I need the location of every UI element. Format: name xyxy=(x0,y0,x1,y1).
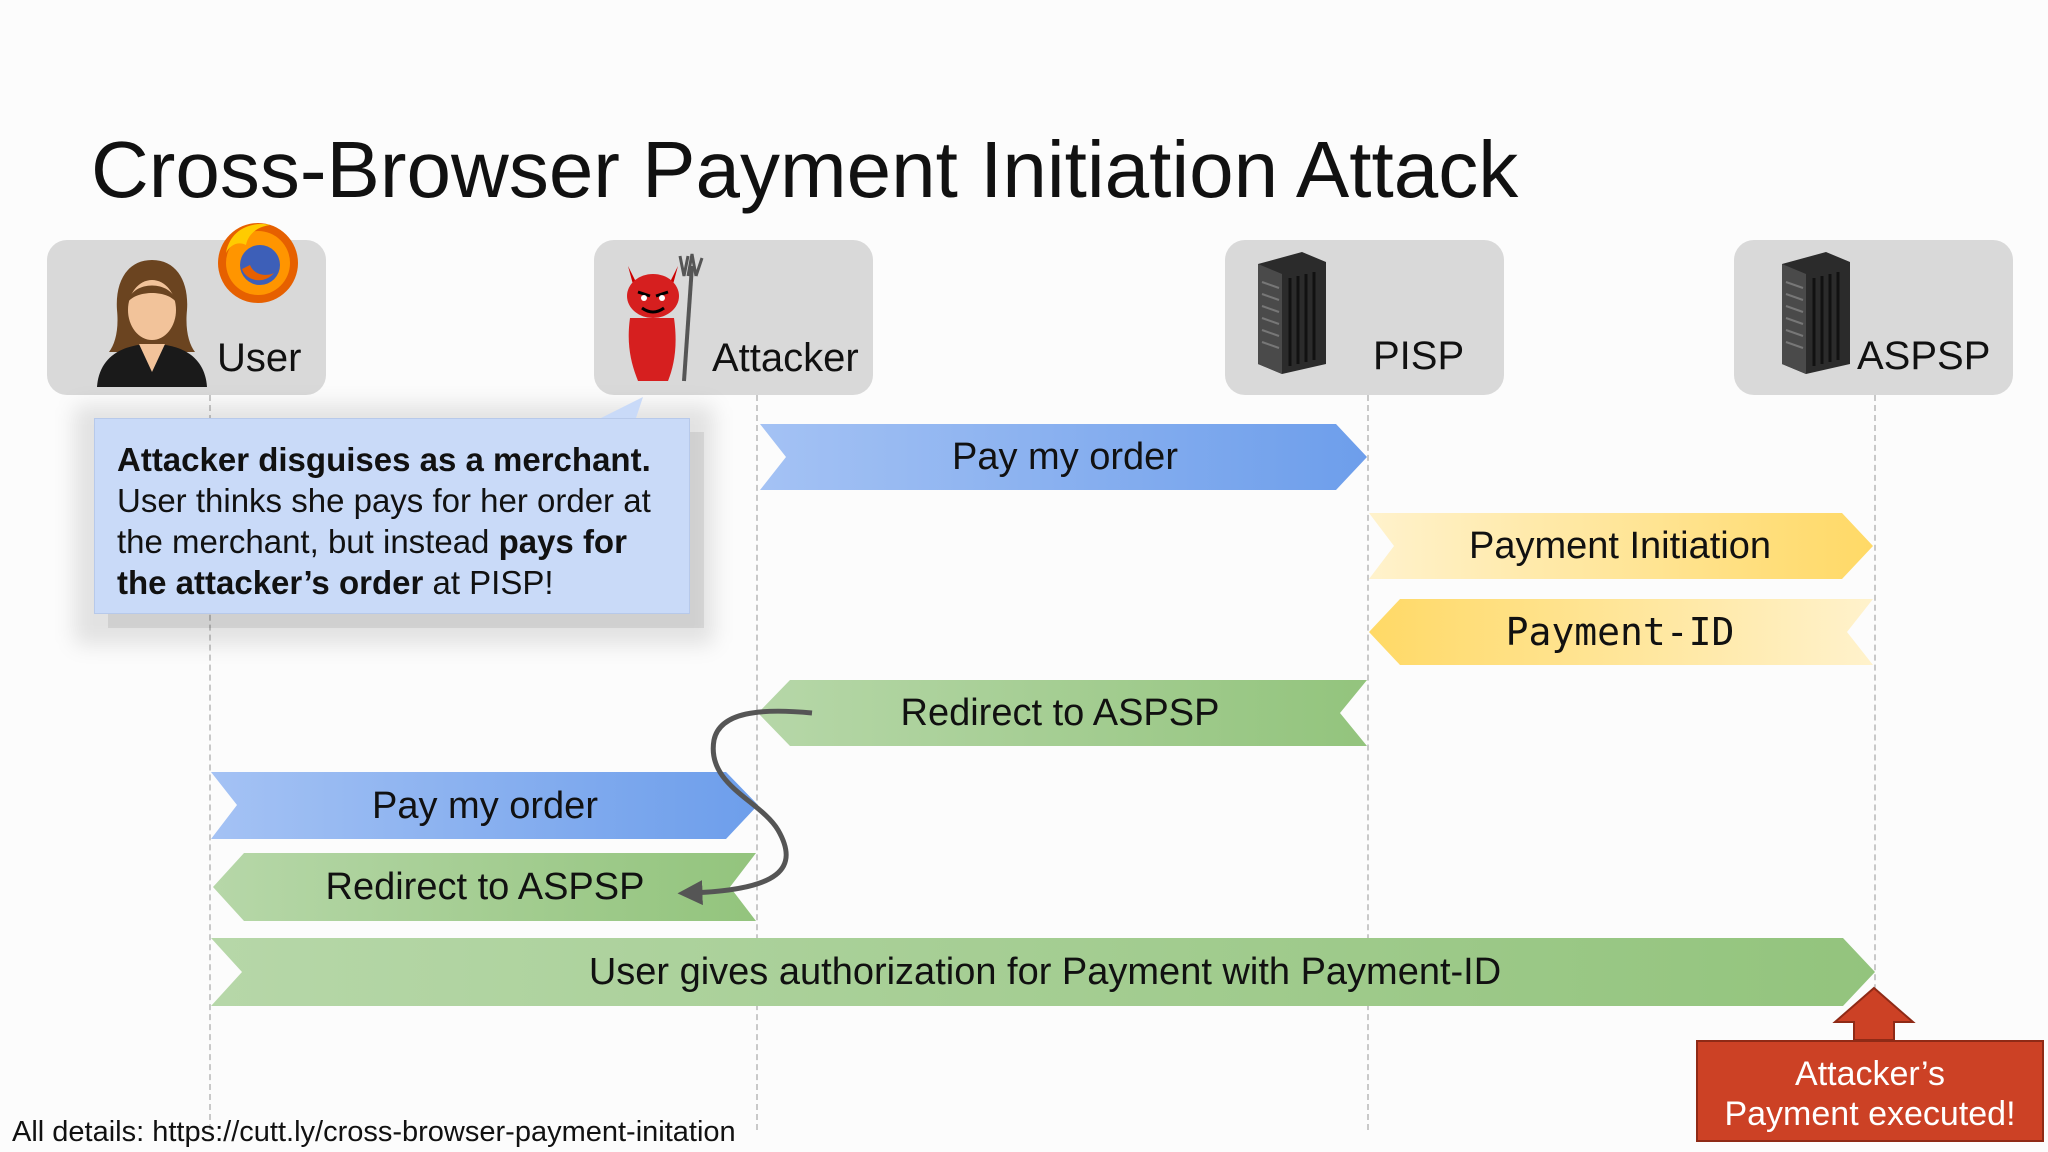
message-label: Payment Initiation xyxy=(1468,525,1772,567)
note-text-1: User thinks she pays for her order at th… xyxy=(117,482,651,560)
server-icon xyxy=(1258,252,1326,374)
message-label: Redirect to ASPSP xyxy=(325,866,645,908)
actor-label-user: User xyxy=(217,336,302,380)
slide-title: Cross-Browser Payment Initiation Attack xyxy=(91,125,1519,214)
actor-attacker: Attacker xyxy=(594,240,873,395)
note-text-2: at PISP! xyxy=(423,564,554,601)
actor-label-pisp: PISP xyxy=(1373,334,1465,378)
attacker-note: Attacker disguises as a merchant. User t… xyxy=(94,418,690,614)
actor-aspsp: ASPSP xyxy=(1734,240,2013,395)
red-devil-icon xyxy=(627,253,704,382)
note-bold-2: pays for the attacker’s order xyxy=(117,523,627,601)
footer-link[interactable]: All details: https://cutt.ly/cross-brows… xyxy=(12,1116,736,1148)
lifeline-attacker xyxy=(756,395,758,1130)
actor-label-attacker: Attacker xyxy=(712,336,859,380)
message-label: Pay my order xyxy=(952,436,1178,478)
payment-executed-box: Attacker’s Payment executed! xyxy=(1696,1040,2044,1142)
relay-curve-arrow xyxy=(677,708,813,906)
lifeline-aspsp xyxy=(1874,395,1876,1130)
message-label: Payment-ID xyxy=(1505,610,1735,654)
message-label: User gives authorization for Payment wit… xyxy=(588,951,1502,993)
arrow-user-authorization xyxy=(211,938,1875,1006)
message-label: Redirect to ASPSP xyxy=(900,692,1220,734)
actor-label-aspsp: ASPSP xyxy=(1857,334,1991,378)
arrow-redirect-pisp-to-attacker xyxy=(758,680,1367,746)
arrow-pay-my-order-attacker-to-pisp xyxy=(760,424,1367,490)
lifeline-user xyxy=(209,395,211,1130)
note-pointer xyxy=(595,397,643,421)
firefox-icon xyxy=(218,223,298,303)
result-line-1: Attacker’s xyxy=(1795,1055,1945,1093)
arrow-payment-id xyxy=(1369,599,1873,665)
woman-user-icon xyxy=(97,260,207,387)
arrow-payment-initiation xyxy=(1369,513,1873,579)
lifeline-pisp xyxy=(1367,395,1369,1130)
actor-pisp: PISP xyxy=(1225,240,1504,395)
arrow-redirect-attacker-to-user xyxy=(213,853,756,921)
message-label: Pay my order xyxy=(372,785,598,827)
arrow-pay-my-order-user-to-attacker xyxy=(211,772,758,839)
server-icon xyxy=(1782,252,1850,374)
note-bold-1: Attacker disguises as a merchant. xyxy=(117,441,651,478)
result-line-2: Payment executed! xyxy=(1724,1095,2016,1133)
